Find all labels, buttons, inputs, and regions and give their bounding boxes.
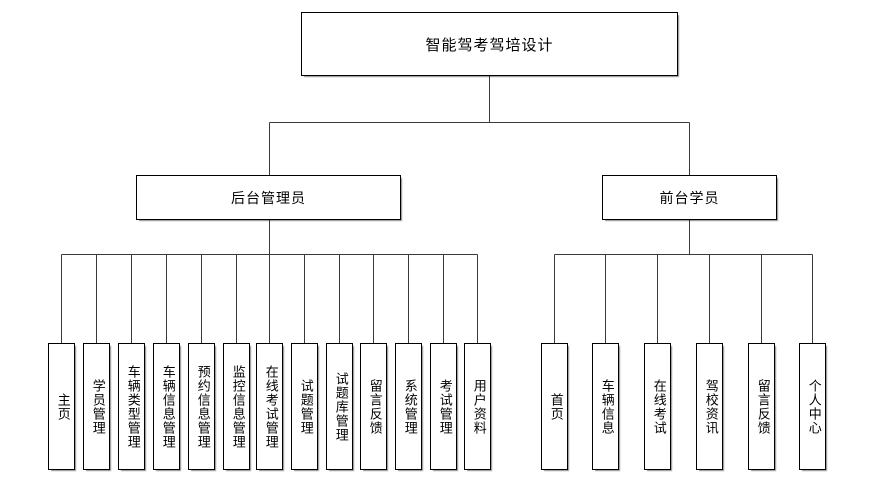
node-admin-leaf-12-label: 用户资料 [470, 378, 486, 435]
node-admin-leaf-8[interactable]: 试题库管理 [326, 343, 353, 470]
node-admin-leaf-5[interactable]: 监控信息管理 [223, 343, 250, 470]
node-student-leaf-3[interactable]: 驾校资讯 [696, 343, 723, 470]
node-student[interactable]: 前台学员 [602, 175, 777, 220]
node-admin-leaf-9[interactable]: 留言反馈 [360, 343, 387, 470]
node-admin-leaf-11-label: 考试管理 [436, 378, 452, 435]
node-student-leaf-4-label: 留言反馈 [754, 378, 770, 435]
node-admin-leaf-5-label: 监控信息管理 [229, 364, 245, 449]
node-student-leaf-3-label: 驾校资讯 [702, 378, 718, 435]
node-admin-leaf-9-label: 留言反馈 [366, 378, 382, 435]
node-admin-leaf-11[interactable]: 考试管理 [430, 343, 457, 470]
node-admin-leaf-1-label: 学员管理 [89, 378, 105, 435]
node-admin-leaf-7-label: 试题管理 [297, 378, 313, 435]
node-admin[interactable]: 后台管理员 [136, 175, 401, 220]
node-student-leaf-0-label: 首页 [547, 392, 563, 421]
node-root[interactable]: 智能驾考驾培设计 [301, 12, 678, 76]
node-admin-leaf-10-label: 系统管理 [401, 378, 417, 435]
node-admin-leaf-4-label: 预约信息管理 [194, 364, 210, 449]
node-admin-leaf-4[interactable]: 预约信息管理 [188, 343, 215, 470]
node-student-leaf-2-label: 在线考试 [650, 378, 666, 435]
node-student-leaf-0[interactable]: 首页 [541, 343, 568, 470]
node-student-leaf-4[interactable]: 留言反馈 [748, 343, 775, 470]
node-admin-leaf-3[interactable]: 车辆信息管理 [153, 343, 180, 470]
node-admin-leaf-2-label: 车辆类型管理 [124, 364, 140, 449]
node-student-leaf-2[interactable]: 在线考试 [644, 343, 671, 470]
node-admin-leaf-6[interactable]: 在线考试管理 [256, 343, 283, 470]
node-admin-leaf-10[interactable]: 系统管理 [395, 343, 422, 470]
node-admin-leaf-12[interactable]: 用户资料 [464, 343, 491, 470]
node-admin-leaf-1[interactable]: 学员管理 [83, 343, 110, 470]
node-admin-leaf-2[interactable]: 车辆类型管理 [118, 343, 145, 470]
node-admin-leaf-0-label: 主页 [54, 392, 70, 421]
node-student-leaf-1[interactable]: 车辆信息 [592, 343, 619, 470]
node-admin-leaf-7[interactable]: 试题管理 [291, 343, 318, 470]
node-admin-leaf-0[interactable]: 主页 [48, 343, 75, 470]
node-admin-leaf-8-label: 试题库管理 [332, 371, 348, 442]
node-admin-leaf-6-label: 在线考试管理 [262, 364, 278, 449]
node-root-label: 智能驾考驾培设计 [425, 35, 554, 54]
node-student-leaf-5-label: 个人中心 [805, 378, 821, 435]
node-student-leaf-5[interactable]: 个人中心 [799, 343, 826, 470]
node-admin-label: 后台管理员 [231, 190, 306, 207]
node-admin-leaf-3-label: 车辆信息管理 [159, 364, 175, 449]
node-student-leaf-1-label: 车辆信息 [598, 378, 614, 435]
node-student-label: 前台学员 [659, 190, 720, 207]
